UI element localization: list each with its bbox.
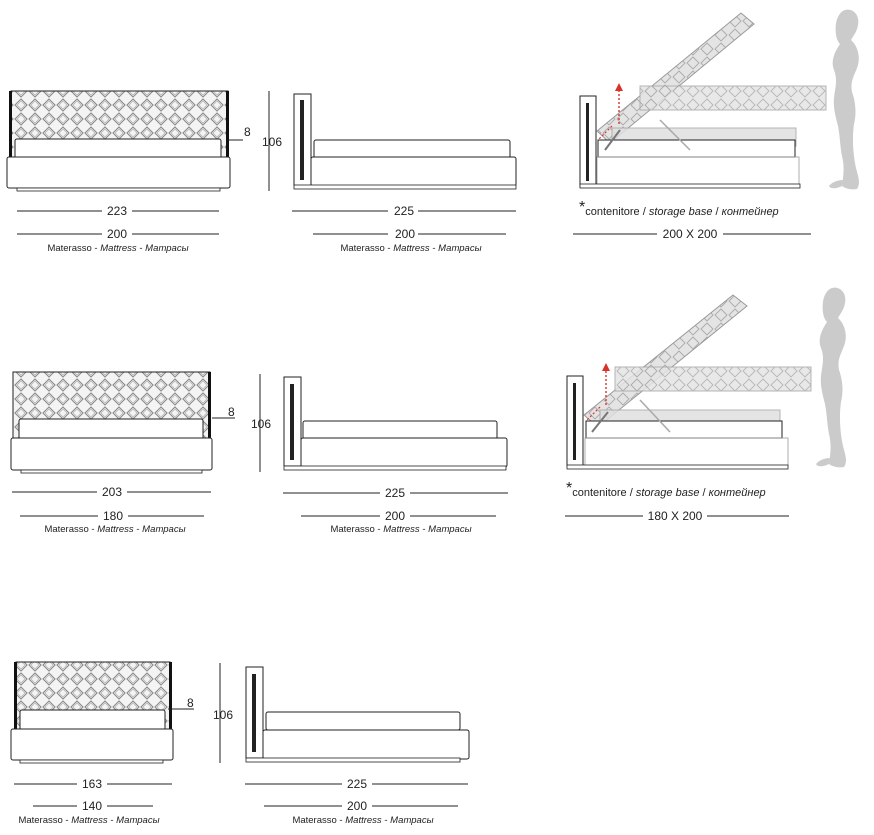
length-dimension: 225: [283, 486, 508, 500]
mattress-caption: Materasso - Mattress - Матрасы: [44, 524, 185, 535]
svg-text:225: 225: [347, 777, 367, 791]
storage-base-illustration: *contenitore / storage base / контейнер …: [573, 9, 859, 241]
front-view-bed: 8 203 180 Materasso - Mattress - Матрасы: [10, 371, 235, 535]
storage-note: *contenitore / storage base / контейнер: [579, 199, 779, 218]
svg-text:140: 140: [82, 799, 102, 813]
svg-text:200: 200: [347, 799, 367, 813]
mattress-width-dimension: 200: [17, 227, 219, 241]
mattress-width-dimension: 180: [20, 509, 204, 523]
mattress-caption: Materasso - Mattress - Матрасы: [292, 815, 433, 826]
storage-size-dimension: 180 X 200: [565, 509, 789, 523]
storage-size-dimension: 200 X 200: [573, 227, 811, 241]
mattress-length-dimension: 200: [313, 227, 506, 241]
mattress-caption: Materasso - Mattress - Матрасы: [330, 524, 471, 535]
svg-text:200: 200: [395, 227, 415, 241]
mattress-side: [265, 711, 461, 731]
svg-text:203: 203: [102, 485, 122, 499]
mattress-width-dimension: 140: [33, 799, 153, 813]
mattress: [14, 138, 222, 160]
svg-text:180: 180: [103, 509, 123, 523]
base-side: [300, 437, 508, 468]
storage-base-illustration: *contenitore / storage base / контейнер …: [565, 287, 846, 523]
svg-text:223: 223: [107, 204, 127, 218]
base-side: [310, 156, 517, 187]
mattress-length-dimension: 200: [301, 509, 496, 523]
svg-text:180 X 200: 180 X 200: [648, 509, 703, 523]
mattress-caption: Materasso - Mattress - Матрасы: [47, 243, 188, 254]
base-side: [262, 729, 470, 760]
human-figure: [819, 287, 846, 468]
bed-base: [10, 437, 213, 471]
headboard-depth-label: 8: [228, 405, 235, 419]
lifted-platform: [583, 294, 748, 428]
side-view-bed: 106 225 200 Materasso - Mattress - Матра…: [251, 374, 508, 535]
mattress: [19, 709, 166, 731]
height-label: 106: [262, 135, 282, 149]
mattress-length-dimension: 200: [264, 799, 458, 813]
headboard-depth-label: 8: [187, 696, 194, 710]
svg-text:200 X 200: 200 X 200: [663, 227, 718, 241]
mattress: [18, 418, 204, 440]
lifted-platform: [596, 12, 755, 144]
mattress-side: [302, 420, 498, 440]
svg-text:225: 225: [385, 486, 405, 500]
length-dimension: 225: [245, 777, 468, 791]
mattress-caption: Materasso - Mattress - Матрасы: [340, 243, 481, 254]
headboard-depth-label: 8: [244, 125, 251, 139]
human-figure: [832, 9, 859, 190]
height-label: 106: [213, 708, 233, 722]
front-view-bed: 8 163 140 Materasso - Mattress - Матрасы: [10, 661, 194, 826]
svg-text:225: 225: [394, 204, 414, 218]
width-dimension: 163: [14, 777, 172, 791]
width-dimension: 223: [17, 204, 219, 218]
length-dimension: 225: [292, 204, 516, 218]
svg-text:200: 200: [107, 227, 127, 241]
width-dimension: 203: [12, 485, 211, 499]
side-view-bed: 106 225 200 Materasso - Mattress - Матра…: [262, 91, 517, 254]
mattress-side: [313, 139, 511, 159]
row-2: 8 203 180 Materasso - Mattress - Матрасы…: [10, 287, 846, 535]
row-3: 8 163 140 Materasso - Mattress - Матрасы…: [10, 661, 470, 826]
height-label: 106: [251, 417, 271, 431]
front-view-bed: 8 223 200 Materasso - Mattress - Матрасы: [6, 90, 251, 254]
row-1: 8 223 200 Materasso - Mattress - Матрасы…: [6, 9, 859, 254]
svg-text:163: 163: [82, 777, 102, 791]
svg-text:200: 200: [385, 509, 405, 523]
bed-base: [6, 156, 231, 189]
mattress-caption: Materasso - Mattress - Матрасы: [18, 815, 159, 826]
bed-base: [10, 728, 174, 761]
storage-note: *contenitore / storage base / контейнер: [566, 480, 766, 499]
side-view-bed: 106 225 200 Materasso - Mattress - Матра…: [213, 663, 470, 826]
